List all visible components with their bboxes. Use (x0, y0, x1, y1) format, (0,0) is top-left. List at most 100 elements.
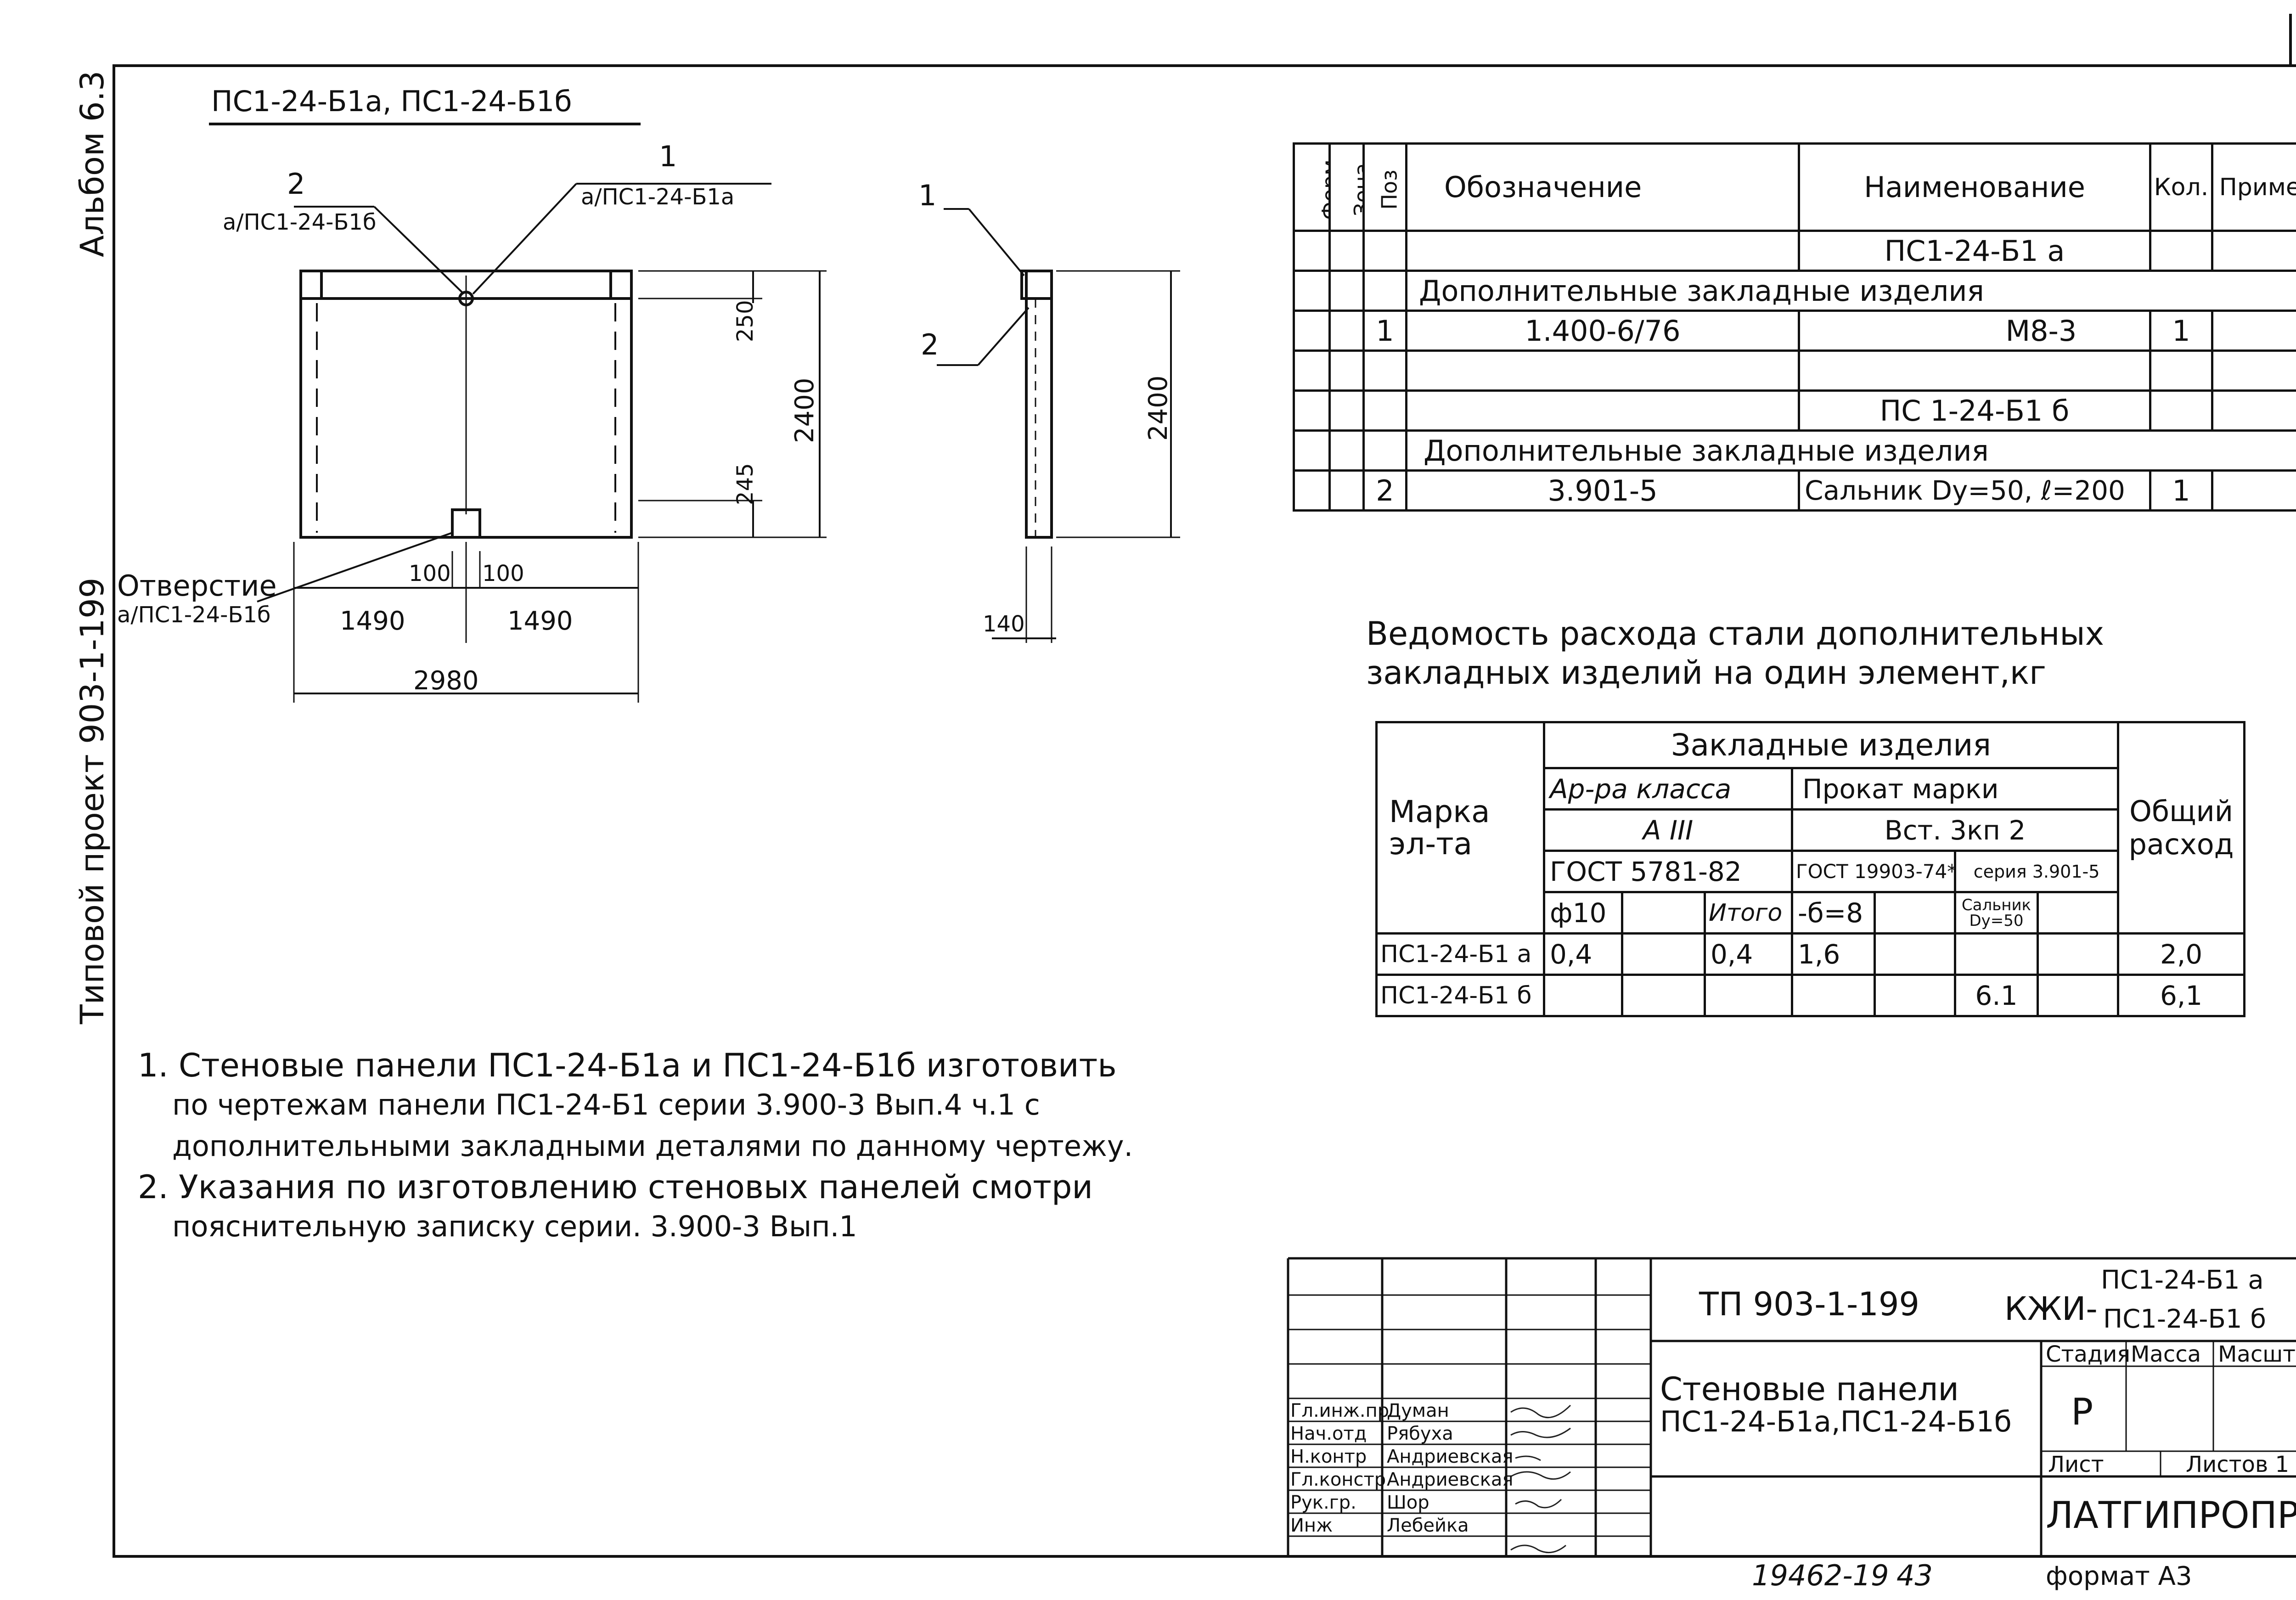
page-number-box (2289, 14, 2296, 64)
steel-gost-2: ГОСТ 19903-74* (1791, 850, 1956, 893)
spec-cell-pos: 2 (1362, 469, 1407, 512)
footer-inventory-2: 43 (1896, 1559, 1933, 1592)
stamp-mass-header: Масса (2131, 1341, 2201, 1367)
spec-cell-name: Сальник Dу=50, ℓ=200 (1798, 469, 2151, 512)
steel-series: серия 3.901-5 (1953, 850, 2120, 893)
drawing-frame (113, 64, 2296, 1558)
stamp-stage-header: Стадия (2046, 1341, 2131, 1367)
steel-title-line-2: закладных изделий на один элемент,кг (1366, 654, 2046, 692)
stamp-sheet: Лист (2048, 1452, 2104, 1477)
stamp-name-line-1: Стеновые панели (1660, 1370, 1959, 1408)
note-1-line-2: по чертежам панели ПС1-24-Б1 серии 3.900… (172, 1088, 1040, 1121)
spec-cell-designation: 3.901-5 (1405, 469, 1800, 512)
spec-head-zone: Зона (1328, 142, 1365, 232)
steel-row-mark: ПС1-24-Б1 а (1375, 932, 1545, 976)
drawing-title: ПС1-24-Б1а, ПС1-24-Б1б (211, 85, 572, 118)
spec-head-pos: Поз (1362, 142, 1407, 232)
stamp-role: Гл.инж.пр (1290, 1400, 1390, 1421)
dim-1490-left: 1490 (340, 606, 405, 636)
lead-1-ref: а/ПС1-24-Б1а (581, 184, 735, 210)
table-row (1293, 349, 2296, 392)
lead-2-ref: а/ПС1-24-Б1б (223, 209, 377, 235)
lead-1-number: 1 (659, 140, 677, 173)
hole-label: Отверстие (117, 569, 277, 603)
spec-cell-pos: 1 (1362, 310, 1407, 352)
steel-row-mark: ПС1-24-Б1 б (1375, 974, 1545, 1017)
hole-ref: а/ПС1-24-Б1б (117, 602, 271, 628)
spec-cell-name: ПС 1-24-Б1 б (1798, 389, 2151, 432)
steel-vst: Вст. 3кп 2 (1790, 808, 2120, 852)
signatures (1510, 1404, 1571, 1554)
spec-section-label: Дополнительные закладные изделия (1405, 270, 2296, 312)
stamp-name-line-2: ПС1-24-Б1а,ПС1-24-Б1б (1660, 1405, 2012, 1438)
steel-gost-1: ГОСТ 5781-82 (1543, 850, 1793, 893)
stamp-org: ЛАТГИПРОПРОМ (2046, 1494, 2296, 1537)
footer-format: формат А3 (2046, 1561, 2192, 1591)
stamp-role: Нач.отд (1290, 1423, 1367, 1444)
lead-2-number: 2 (287, 167, 305, 201)
side-lead-2: 2 (921, 328, 939, 361)
stamp-person: Андриевская (1387, 1469, 1514, 1490)
spec-head-designation: Обозначение (1405, 142, 1800, 232)
steel-embedded-header: Закладные изделия (1542, 721, 2120, 769)
steel-table: Марка эл-та Закладные изделия Общий расх… (1375, 721, 2246, 1017)
stamp-person: Рябуха (1387, 1423, 1453, 1444)
stamp-sheets: Листов 1 (2186, 1452, 2290, 1477)
steel-delta8: -б=8 (1791, 891, 1876, 935)
stamp-role: Инж (1290, 1515, 1333, 1536)
steel-a3: А III (1543, 808, 1793, 852)
note-1-line-3: дополнительными закладными деталями по д… (172, 1129, 1133, 1163)
steel-phi10: ф10 (1543, 891, 1623, 935)
spec-cell-qty: 1 (2149, 310, 2213, 352)
steel-itogo: Итого (1704, 891, 1793, 935)
spec-table: Форм Зона Поз Обозначение Наименование К… (1293, 142, 2296, 512)
stamp-kzhi: КЖИ- (2004, 1290, 2098, 1328)
stamp-person: Андриевская (1387, 1446, 1514, 1467)
stamp-person: Думан (1387, 1400, 1449, 1421)
spec-cell-name: ПС1-24-Б1 а (1798, 230, 2151, 272)
stamp-mark-b: ПС1-24-Б1 б (2103, 1304, 2266, 1334)
dim-1490-right: 1490 (507, 606, 573, 636)
table-row: Дополнительные закладные изделия (1293, 429, 2296, 472)
stamp-scale-header: Масштаб (2218, 1341, 2296, 1367)
stamp-stage: Р (2071, 1391, 2093, 1433)
stamp-role: Гл.констр (1290, 1469, 1386, 1490)
spec-cell-qty: 1 (2149, 469, 2213, 512)
note-2-line-1: 2. Указания по изготовлению стеновых пан… (138, 1168, 1093, 1206)
footer-inventory: 19462-19 (1752, 1559, 1889, 1592)
table-row: 1 1.400-6/76 М8-3 1 (1293, 310, 2296, 352)
dim-100-right: 100 (482, 561, 524, 586)
steel-title-line-1: Ведомость расхода стали дополнительных (1366, 615, 2105, 653)
note-2-line-2: пояснительную записку серии. 3.900-3 Вып… (172, 1210, 857, 1243)
spec-head-form: Форм (1293, 142, 1331, 232)
spec-head-qty: Кол. (2149, 142, 2213, 232)
table-row: ПС1-24-Б1 а (1293, 230, 2296, 272)
stamp-mark-a: ПС1-24-Б1 а (2101, 1265, 2264, 1295)
table-row: ПС 1-24-Б1 б (1293, 389, 2296, 432)
side-lead-1: 1 (918, 179, 937, 212)
spec-cell-name: М8-3 (1798, 310, 2151, 352)
spec-cell-designation: 1.400-6/76 (1405, 310, 1800, 352)
stamp-code: ТП 903-1-199 (1699, 1285, 1919, 1323)
spec-head-note: Примеч. (2211, 142, 2296, 232)
table-row: 2 3.901-5 Сальник Dу=50, ℓ=200 1 (1293, 469, 2296, 512)
steel-total-header: Общий расход (2117, 721, 2246, 935)
table-row: ПС1-24-Б1 б 6.1 6,1 (1375, 974, 2246, 1017)
steel-salnik: Сальник Dу=50 (1954, 891, 2039, 935)
stamp-person: Шор (1387, 1492, 1429, 1513)
stamp-person: Лебейка (1387, 1515, 1469, 1536)
stamp-role: Н.контр (1290, 1446, 1367, 1467)
spec-head-name: Наименование (1798, 142, 2151, 232)
table-row: Дополнительные закладные изделия (1293, 270, 2296, 312)
steel-rolled: Прокат марки (1790, 767, 2120, 811)
dim-100-left: 100 (409, 561, 451, 586)
dim-2980: 2980 (413, 666, 479, 696)
note-1-line-1: 1. Стеновые панели ПС1-24-Б1а и ПС1-24-Б… (138, 1047, 1117, 1084)
spec-section-label: Дополнительные закладные изделия (1405, 429, 2296, 472)
steel-mark-header: Марка эл-та (1375, 721, 1545, 935)
side-dim-140: 140 (983, 611, 1025, 637)
steel-reinf-class: Ар-ра класса (1543, 767, 1793, 811)
